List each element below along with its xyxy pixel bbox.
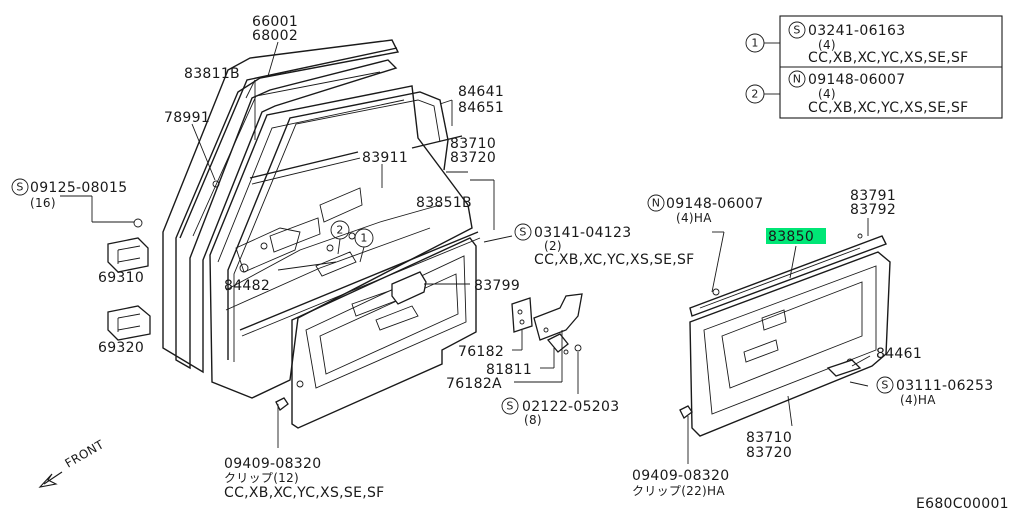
legend-row1-prefix: S	[793, 24, 800, 37]
label-09125-08015: 09125-08015	[30, 180, 127, 196]
legend-row2-part: 09148-06007	[808, 72, 905, 88]
label-84482: 84482	[224, 278, 270, 294]
label-83720-top: 83720	[450, 150, 496, 166]
label-09148-qty: (4)HA	[676, 211, 712, 225]
label-68002: 68002	[252, 28, 298, 44]
part-76182a	[533, 293, 583, 341]
front-door-assembly: 2 1	[107, 39, 481, 429]
label-76182a: 76182A	[446, 376, 502, 392]
label-66001: 66001	[252, 14, 298, 30]
door-callout-2: 2	[336, 224, 343, 237]
highlight-83850	[766, 228, 826, 244]
armrest-part	[391, 271, 427, 305]
label-83850: 83850	[768, 229, 814, 245]
label-03141-prefix: S	[519, 226, 526, 239]
label-84641: 84641	[458, 84, 504, 100]
label-03141-04123: 03141-04123	[534, 225, 631, 241]
upper-hinge	[107, 237, 149, 273]
door-callout-1: 1	[360, 232, 367, 245]
label-78991: 78991	[164, 110, 210, 126]
leader-lines	[60, 41, 871, 464]
part-labels: 66001 68002 83811B 78991 84641 84651 837…	[11, 14, 1009, 512]
label-03141-qty: (2)	[544, 239, 562, 253]
label-83710-top: 83710	[450, 136, 496, 152]
legend-row2-number: 2	[751, 88, 758, 101]
label-76182: 76182	[458, 344, 504, 360]
label-09409-right: 09409-08320	[632, 468, 729, 484]
label-03111-06253: 03111-06253	[896, 378, 993, 394]
diagram-code: E680C00001	[916, 496, 1009, 512]
legend-table: 1 S 03241-06163 (4) CC,XB,XC,YC,XS,SE,SF…	[745, 15, 1003, 119]
label-09409-left-clip: クリップ(12)	[224, 471, 299, 485]
legend-row2-qty: (4)	[818, 87, 836, 101]
label-03111-prefix: S	[881, 379, 888, 392]
label-02122-05203: 02122-05203	[522, 399, 619, 415]
label-09148-prefix: N	[652, 197, 661, 210]
legend-row2-prefix: N	[793, 73, 802, 86]
legend-row2-models: CC,XB,XC,YC,XS,SE,SF	[808, 100, 969, 116]
label-02122-qty: (8)	[524, 413, 542, 427]
label-09125-prefix: S	[16, 181, 23, 194]
label-84461: 84461	[876, 346, 922, 362]
legend-row1-part: 03241-06163	[808, 23, 905, 39]
front-arrow-icon	[38, 473, 58, 488]
label-09148-06007: 09148-06007	[666, 196, 763, 212]
label-69310: 69310	[98, 270, 144, 286]
label-02122-prefix: S	[506, 400, 513, 413]
label-09125-qty: (16)	[30, 196, 56, 210]
label-front: FRONT	[63, 437, 107, 471]
legend-row1-models: CC,XB,XC,YC,XS,SE,SF	[808, 50, 969, 66]
label-09409-right-clip: クリップ(22)HA	[632, 484, 725, 498]
legend-row1-qty: (4)	[818, 38, 836, 52]
label-83811b: 83811B	[184, 66, 240, 82]
label-69320: 69320	[98, 340, 144, 356]
label-09409-left-models: CC,XB,XC,YC,XS,SE,SF	[224, 485, 385, 501]
label-03141-models: CC,XB,XC,YC,XS,SE,SF	[534, 252, 695, 268]
label-03111-qty: (4)HA	[900, 393, 936, 407]
label-84651: 84651	[458, 100, 504, 116]
front-direction-indicator: FRONT	[38, 437, 107, 488]
lower-hinge	[107, 305, 151, 341]
part-76182	[511, 297, 533, 333]
label-83911: 83911	[362, 150, 408, 166]
label-83791: 83791	[850, 188, 896, 204]
label-83792: 83792	[850, 202, 896, 218]
label-83720-bottom: 83720	[746, 445, 792, 461]
lock-striker-parts	[511, 293, 583, 355]
label-09409-left: 09409-08320	[224, 456, 321, 472]
rear-door-trim-assembly	[679, 233, 891, 437]
part-84461	[826, 359, 862, 377]
label-83851b: 83851B	[416, 195, 472, 211]
part-81811	[546, 333, 569, 353]
label-83799: 83799	[474, 278, 520, 294]
label-83710-bottom: 83710	[746, 430, 792, 446]
legend-row1-number: 1	[751, 37, 758, 50]
label-81811: 81811	[486, 362, 532, 378]
